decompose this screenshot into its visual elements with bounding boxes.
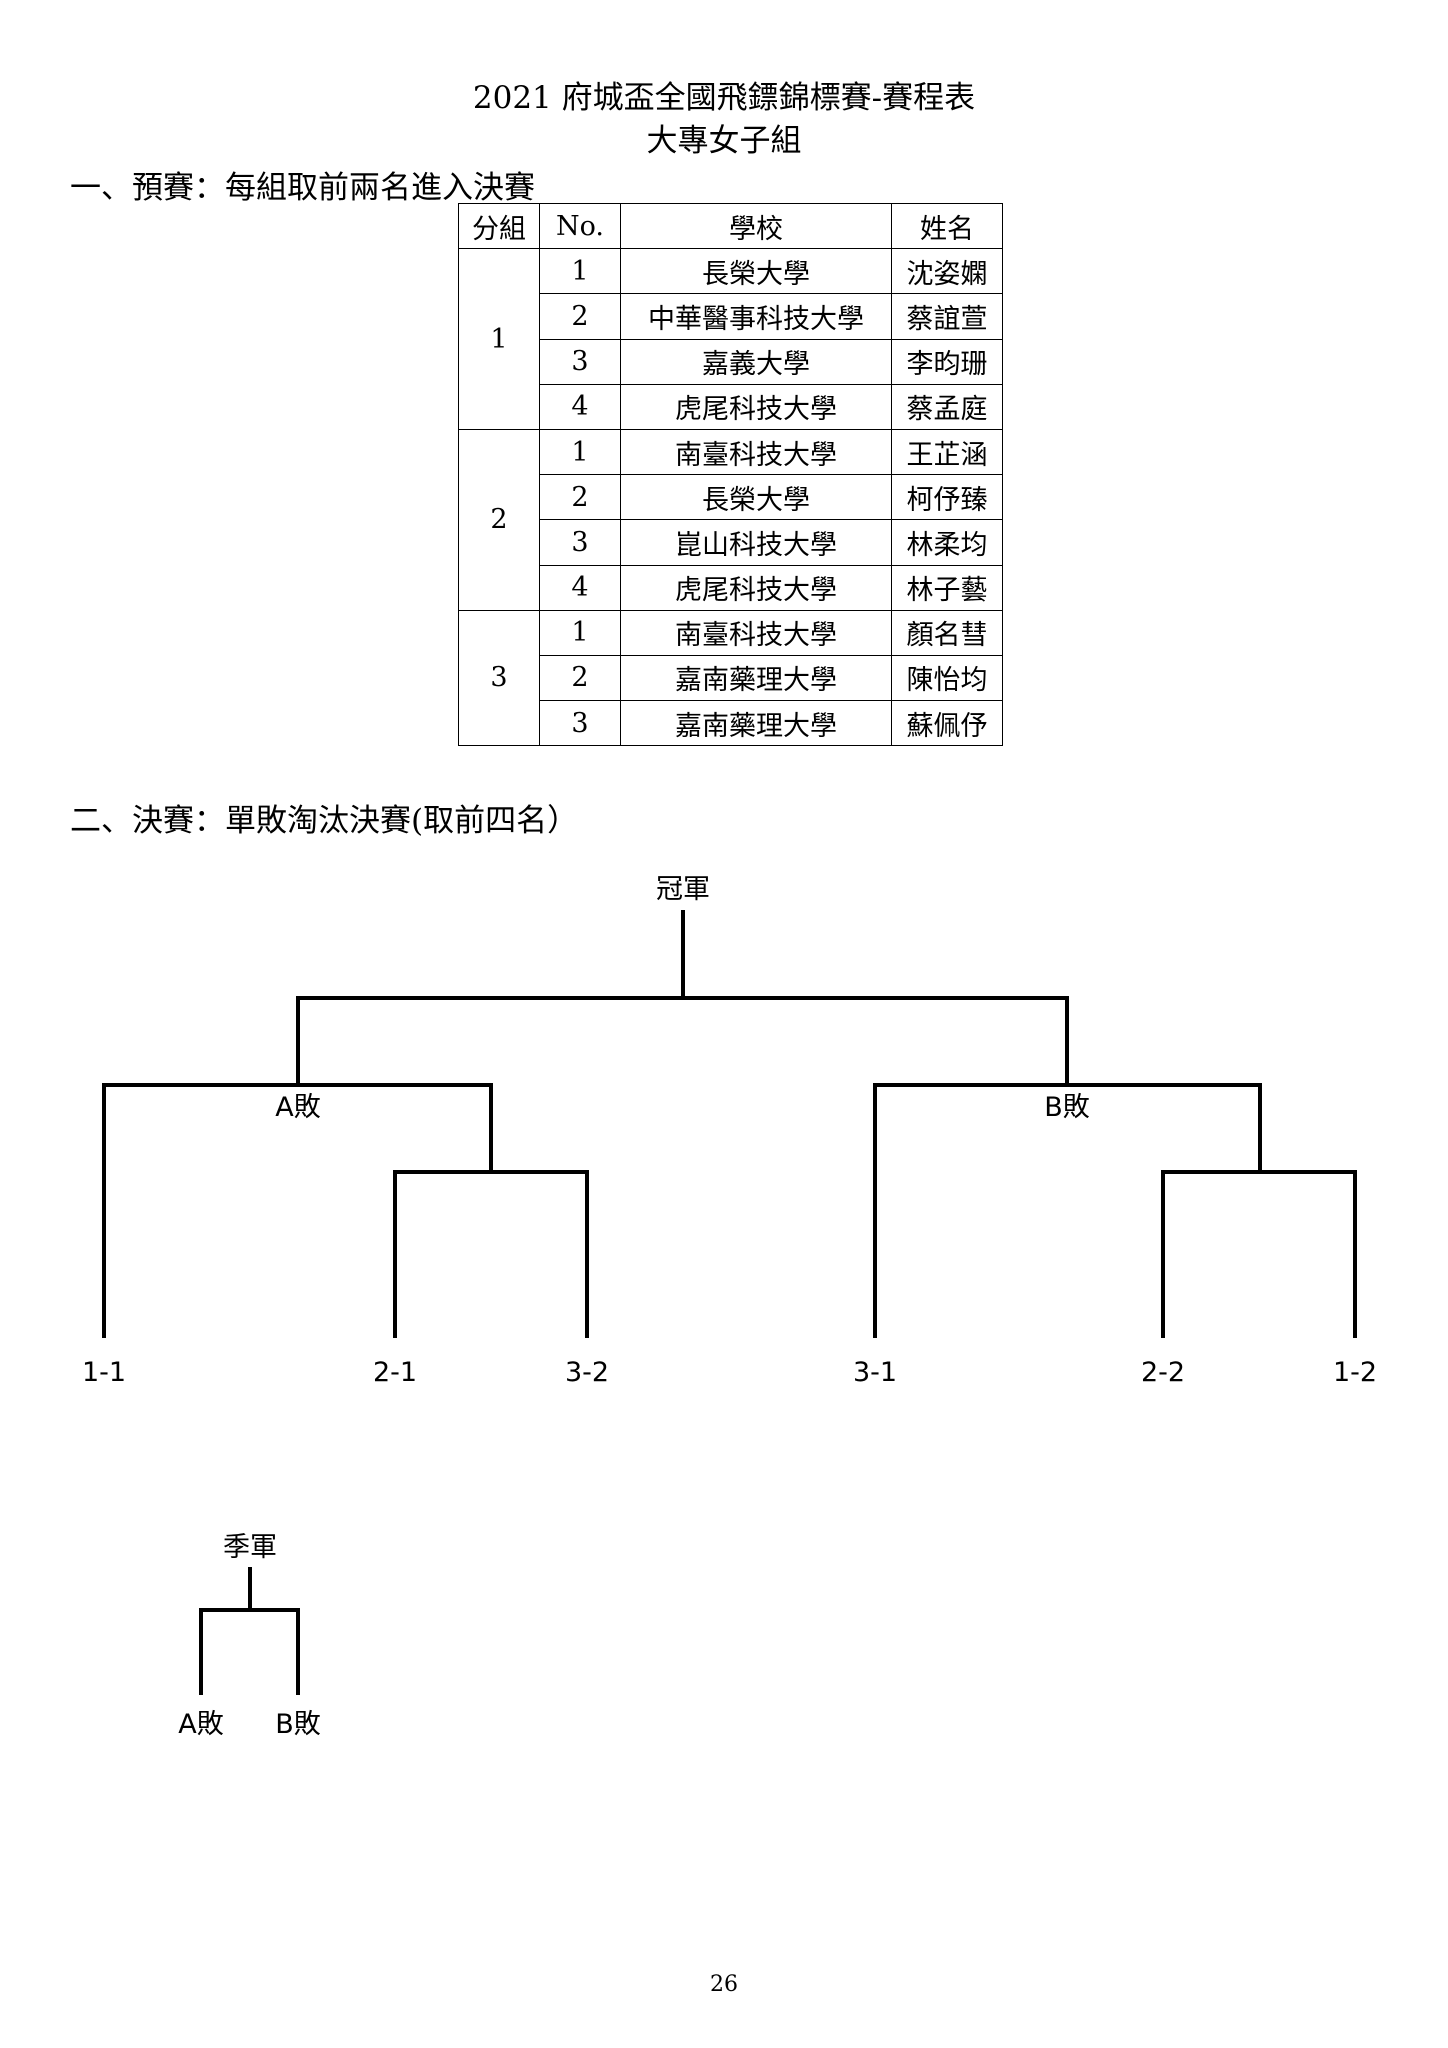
header-name: 姓名 bbox=[891, 202, 1003, 250]
table-row: 2 1 南臺科技大學 王芷涵 bbox=[458, 428, 1003, 611]
header-no: No. bbox=[539, 202, 621, 250]
seed-label: 2-1 bbox=[373, 1357, 417, 1388]
school-cell: 嘉南藥理大學 bbox=[620, 654, 892, 702]
seed-label: 2-2 bbox=[1141, 1357, 1185, 1388]
no-cell: 1 bbox=[539, 609, 621, 656]
name-cell: 林子藝 bbox=[891, 564, 1003, 611]
loser-b-label: B敗 bbox=[1044, 1092, 1090, 1123]
name-cell: 沈姿嫻 bbox=[891, 248, 1003, 295]
table-row: 3 1 南臺科技大學 顏名彗 bbox=[458, 609, 1003, 747]
table-row: 3 崑山科技大學 林柔均 bbox=[459, 519, 1003, 566]
table-row: 3 嘉義大學 李昀珊 bbox=[459, 338, 1003, 385]
name-cell: 陳怡均 bbox=[891, 654, 1003, 702]
table-row: 3 嘉南藥理大學 蘇佩伃 bbox=[459, 700, 1003, 747]
loser-a-label: A敗 bbox=[275, 1092, 320, 1123]
no-cell: 2 bbox=[539, 654, 621, 702]
no-cell: 3 bbox=[539, 700, 621, 747]
section-final-title: 二、決賽：單敗淘汰決賽(取前四名） bbox=[70, 803, 579, 839]
preliminary-table: 分組 No. 學校 姓名 1 1 長榮大學 沈姿嫻 2 中華醫事科技大學 蔡誼萱… bbox=[458, 202, 1003, 747]
name-cell: 林柔均 bbox=[891, 519, 1003, 566]
section-preliminary-title: 一、預賽：每組取前兩名進入決賽 bbox=[70, 170, 535, 206]
name-cell: 蔡孟庭 bbox=[891, 383, 1003, 430]
table-row: 2 嘉南藥理大學 陳怡均 bbox=[459, 654, 1003, 702]
header-group: 分組 bbox=[458, 202, 540, 250]
third-a-label: A敗 bbox=[178, 1709, 223, 1740]
seed-label: 3-1 bbox=[853, 1357, 897, 1388]
name-cell: 柯伃臻 bbox=[891, 474, 1003, 521]
document-title: 2021 府城盃全國飛鏢錦標賽-賽程表 bbox=[472, 80, 976, 116]
school-cell: 嘉義大學 bbox=[620, 338, 892, 385]
name-cell: 蘇佩伃 bbox=[891, 700, 1003, 747]
school-cell: 崑山科技大學 bbox=[620, 519, 892, 566]
name-cell: 顏名彗 bbox=[891, 609, 1003, 656]
seed-label: 1-1 bbox=[82, 1357, 126, 1388]
page-number: 26 bbox=[710, 1972, 738, 1997]
school-cell: 南臺科技大學 bbox=[620, 428, 892, 476]
seed-label: 3-2 bbox=[565, 1357, 609, 1388]
table-row: 2 中華醫事科技大學 蔡誼萱 bbox=[459, 293, 1003, 340]
name-cell: 李昀珊 bbox=[891, 338, 1003, 385]
school-cell: 嘉南藥理大學 bbox=[620, 700, 892, 747]
seed-label: 1-2 bbox=[1333, 1357, 1377, 1388]
no-cell: 4 bbox=[539, 383, 621, 430]
group-cell: 3 bbox=[458, 609, 540, 747]
table-row: 4 虎尾科技大學 蔡孟庭 bbox=[459, 383, 1003, 430]
no-cell: 2 bbox=[539, 293, 621, 340]
school-cell: 長榮大學 bbox=[620, 248, 892, 295]
third-b-label: B敗 bbox=[275, 1709, 321, 1740]
champion-label: 冠軍 bbox=[656, 874, 710, 905]
group-cell: 2 bbox=[458, 428, 540, 611]
table-row: 4 虎尾科技大學 林子藝 bbox=[459, 564, 1003, 611]
document-subtitle: 大專女子組 bbox=[646, 123, 802, 159]
third-place-label: 季軍 bbox=[223, 1532, 277, 1563]
table-row: 2 長榮大學 柯伃臻 bbox=[459, 474, 1003, 521]
school-cell: 虎尾科技大學 bbox=[620, 564, 892, 611]
name-cell: 蔡誼萱 bbox=[891, 293, 1003, 340]
no-cell: 3 bbox=[539, 338, 621, 385]
bracket-lines bbox=[102, 910, 1357, 1695]
school-cell: 虎尾科技大學 bbox=[620, 383, 892, 430]
school-cell: 長榮大學 bbox=[620, 474, 892, 521]
school-cell: 中華醫事科技大學 bbox=[620, 293, 892, 340]
